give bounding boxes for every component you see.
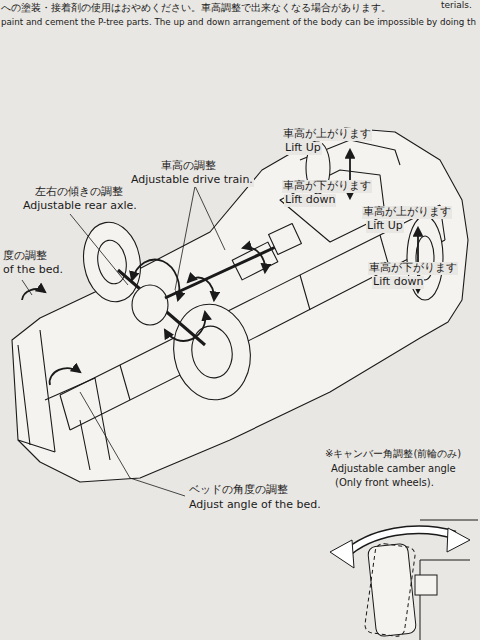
rear-wheel — [166, 298, 258, 406]
leader-line — [70, 214, 128, 285]
rear-wheel — [94, 238, 129, 286]
part-label-jp: ベッドの角度の調整 — [188, 484, 289, 497]
part-label: of the bed. — [2, 264, 64, 277]
camber-wheel-ghost — [364, 543, 416, 638]
part-label: Adjustable drive train. — [130, 174, 254, 187]
rotation-arrow — [243, 247, 265, 272]
rear-axle — [118, 270, 205, 345]
lift-label-jp: 車高が下がります — [282, 180, 372, 193]
rotation-arrow — [165, 312, 205, 341]
part-label: Adjust angle of the bed. — [188, 499, 322, 512]
bed-end — [18, 330, 55, 452]
rotation-arrow — [50, 368, 80, 385]
lift-label: Lift down — [372, 276, 424, 289]
rotation-arrow — [132, 260, 179, 300]
lift-label: Lift Up — [366, 220, 404, 233]
lift-label-jp: 車高が上がります — [282, 128, 372, 141]
frame-rail — [60, 205, 445, 430]
camber-arrow-head — [447, 528, 470, 552]
transmission — [269, 224, 302, 255]
knuckle — [415, 575, 437, 595]
differential — [132, 285, 168, 325]
bed-floor — [45, 378, 110, 470]
lift-label-jp: 車高が下がります — [368, 262, 458, 275]
leader-line — [22, 280, 32, 295]
inset-title: Adjustable camber angle — [330, 463, 457, 475]
note-text: terials. — [440, 0, 473, 10]
rear-wheel — [188, 323, 236, 381]
lift-label: Lift down — [284, 194, 336, 207]
inset-title-jp: ※キャンバー角調整(前輪のみ) — [324, 448, 462, 460]
body-outline — [12, 128, 468, 482]
camber-arrow — [345, 530, 455, 555]
leader-line — [80, 392, 185, 496]
note-text: への塗装・接着剤の使用はおやめください。車高調整で出来なくなる場合があります。 — [0, 2, 392, 14]
lift-label-jp: 車高が上がります — [362, 206, 452, 219]
part-label-jp: 車高の調整 — [160, 160, 217, 173]
note-text: paint and cement the P-tree parts. The u… — [0, 18, 477, 28]
inset-title: (Only front wheels). — [334, 477, 435, 489]
part-label-jp: 度の調整 — [2, 250, 48, 263]
rotation-arrow — [22, 289, 45, 300]
lift-label: Lift Up — [284, 142, 322, 155]
part-label: Adjustable rear axle. — [22, 200, 138, 213]
leader-line — [175, 186, 225, 290]
cross-member — [120, 235, 390, 400]
rotation-arrow — [188, 277, 214, 300]
camber-arrow — [345, 530, 455, 555]
camber-arrow-head — [330, 540, 354, 568]
part-label-jp: 左右の傾きの調整 — [34, 186, 124, 199]
